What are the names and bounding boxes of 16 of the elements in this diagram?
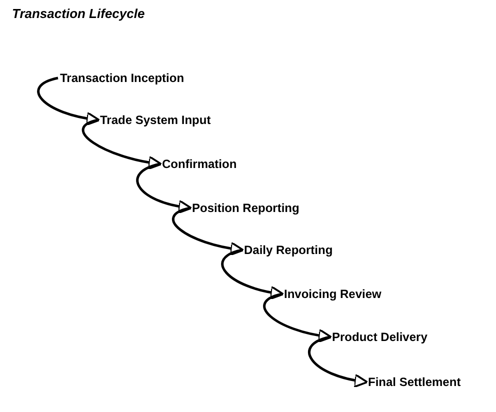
curved-arrow xyxy=(37,76,100,126)
step-label: Transaction Inception xyxy=(58,70,186,86)
step-label: Final Settlement xyxy=(366,374,463,390)
step-label: Daily Reporting xyxy=(242,242,335,258)
step-label: Confirmation xyxy=(160,156,239,172)
curved-arrow xyxy=(221,248,284,300)
curved-arrow xyxy=(263,292,332,342)
diagram-title: Transaction Lifecycle xyxy=(12,6,145,21)
step-label: Trade System Input xyxy=(98,112,213,128)
curved-arrow xyxy=(136,162,192,214)
curved-arrow xyxy=(82,118,162,170)
curved-arrow xyxy=(308,336,368,388)
step-label: Position Reporting xyxy=(190,200,302,216)
step-label: Invoicing Review xyxy=(282,286,384,302)
step-label: Product Delivery xyxy=(330,329,430,345)
curved-arrow xyxy=(172,206,244,256)
